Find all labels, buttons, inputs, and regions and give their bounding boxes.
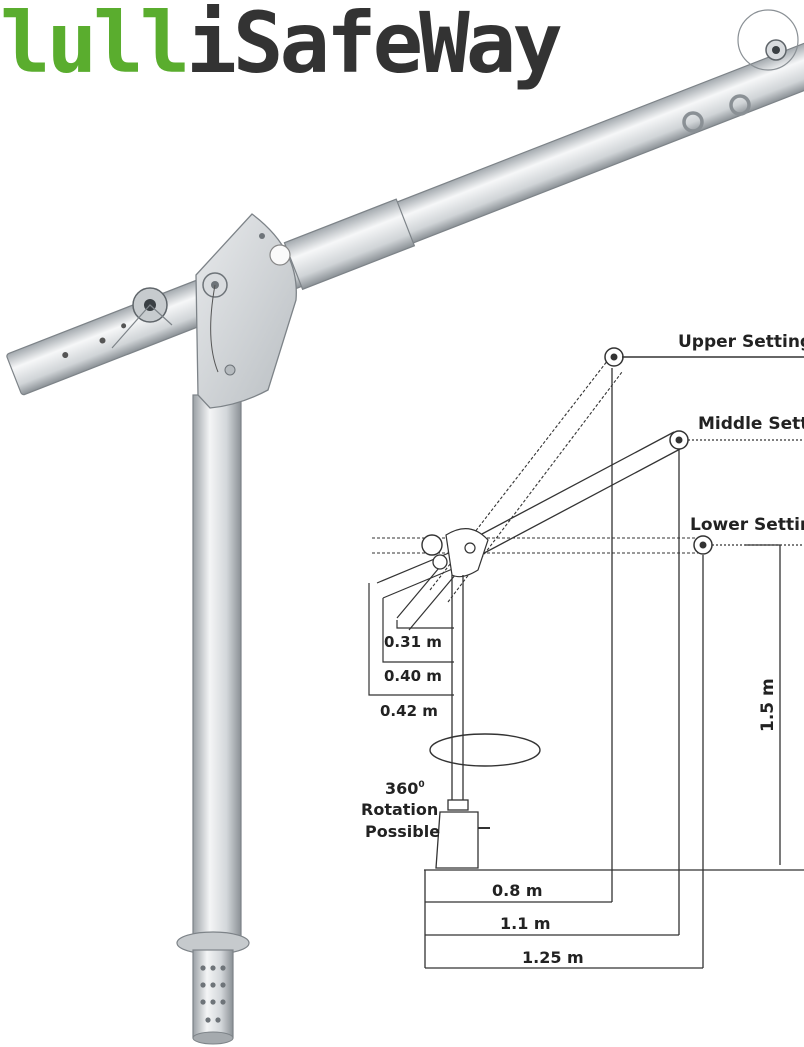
- logo-part-2: iSafe: [186, 0, 420, 92]
- label-rotation-degrees: 3600: [385, 779, 425, 798]
- label-upper-setting: Upper Setting: [678, 332, 804, 352]
- davit-photo: [6, 9, 804, 1045]
- eye-ring-1: [682, 111, 704, 133]
- eye-ring-2: [729, 94, 751, 116]
- logo-part-3: Way: [419, 0, 561, 92]
- pivot-plate: [195, 213, 297, 409]
- label-lower-setting: Lower Settir: [690, 515, 804, 535]
- diagram-labels: Upper Setting Middle Sett Lower Settir 0…: [361, 332, 804, 967]
- rotation-ellipse: [429, 733, 541, 767]
- label-height: 1.5 m: [758, 678, 778, 732]
- label-rear-mid: 0.40 m: [384, 667, 442, 685]
- label-middle-setting: Middle Sett: [698, 414, 804, 434]
- logo-part-1: lull: [0, 0, 186, 92]
- label-rear-long: 0.42 m: [380, 702, 438, 720]
- label-rear-short: 0.31 m: [384, 633, 442, 651]
- mast-tube: [192, 394, 242, 941]
- label-reach-lower: 1.25 m: [522, 948, 584, 967]
- label-reach-upper: 0.8 m: [492, 881, 543, 900]
- svg-text:lulliSafeWay: lulliSafeWay: [0, 0, 561, 92]
- arm-roller: [269, 244, 291, 266]
- label-degree-symbol: 0: [418, 780, 424, 790]
- head-pulley: [737, 9, 799, 71]
- label-reach-middle: 1.1 m: [500, 914, 551, 933]
- label-rotation-line2: Possible: [365, 822, 440, 841]
- brand-logo: lulliSafeWay: [0, 0, 565, 92]
- technical-drawing: [368, 347, 804, 969]
- label-rotation-line1: Rotation: [361, 800, 438, 819]
- receiver-sleeve: [192, 949, 234, 1039]
